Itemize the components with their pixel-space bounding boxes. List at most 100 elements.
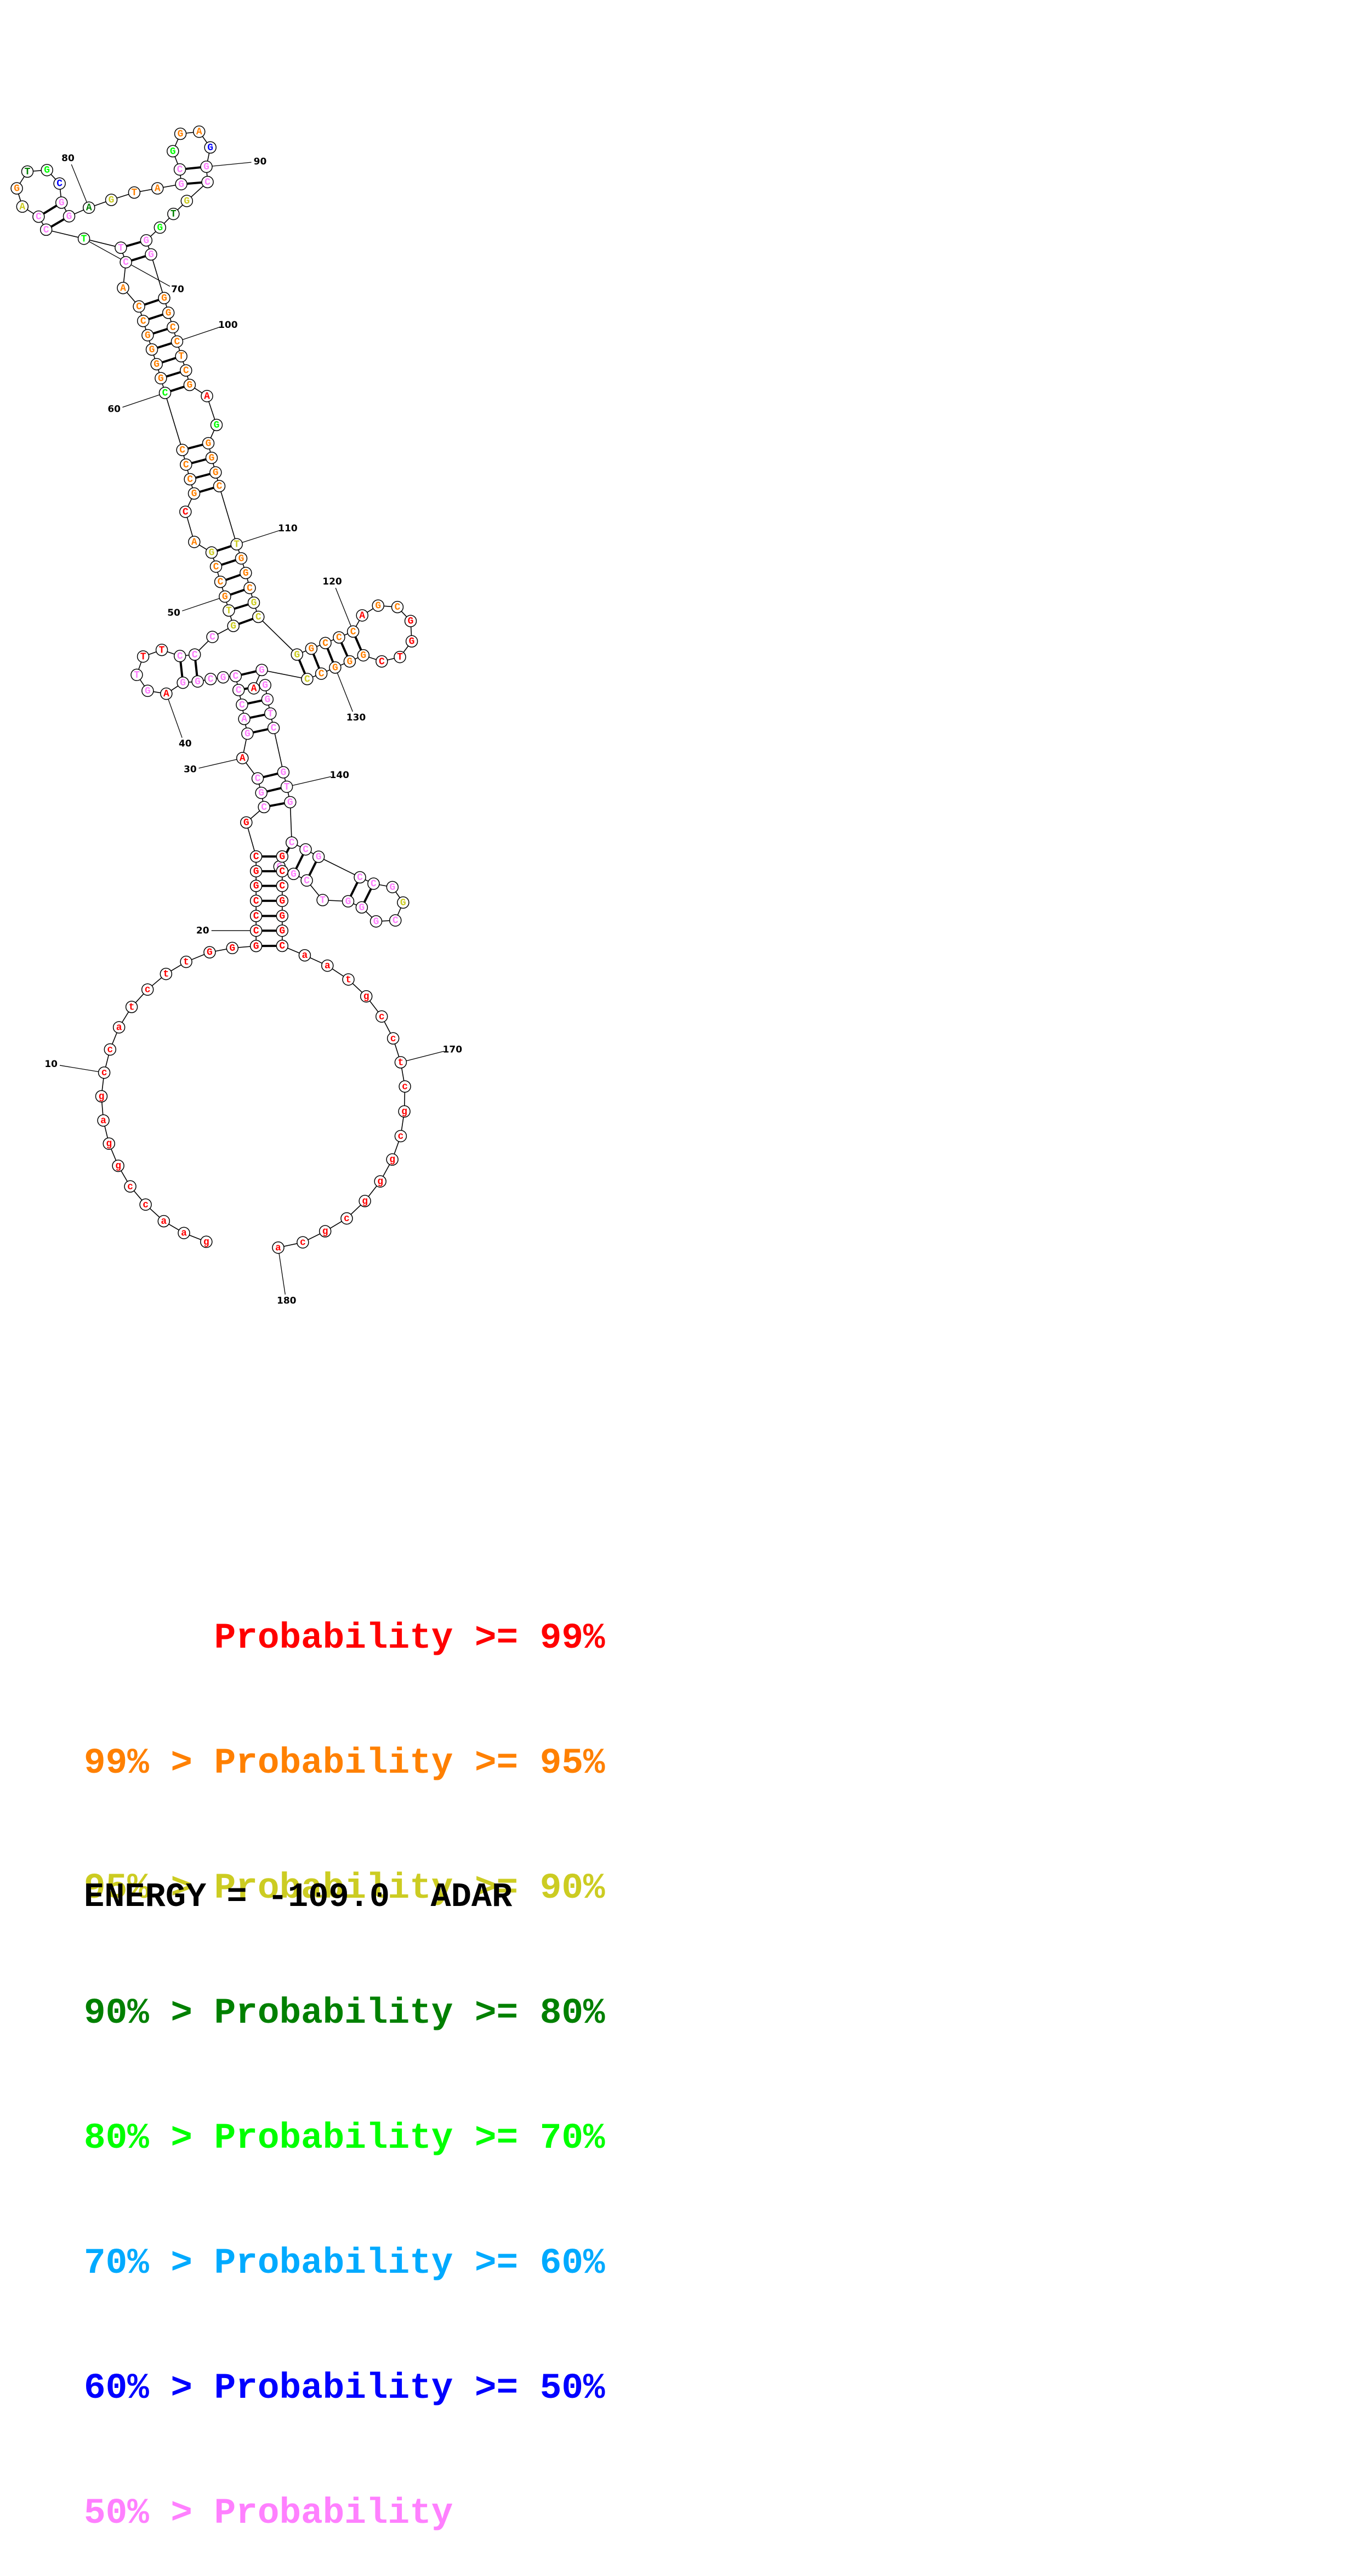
position-label-line xyxy=(182,597,225,611)
nucleotide-letter: C xyxy=(177,651,183,662)
nucleotide: C xyxy=(276,865,288,877)
nucleotide: g xyxy=(399,1105,410,1117)
nucleotide: G xyxy=(236,553,247,564)
nucleotide: t xyxy=(395,1057,406,1069)
nucleotide: c xyxy=(376,1011,388,1023)
nucleotide-letter: C xyxy=(371,879,377,890)
nucleotide-letter: G xyxy=(66,211,72,222)
nucleotide-letter: G xyxy=(59,198,65,209)
nucleotide: C xyxy=(202,177,213,189)
legend-row: Probability >= 99% xyxy=(84,1618,605,1659)
nucleotide-letter: g xyxy=(322,1227,328,1238)
nucleotide-letter: a xyxy=(275,1242,281,1253)
nucleotide-letter: G xyxy=(170,146,176,157)
nucleotide-letter: C xyxy=(255,612,261,623)
nucleotide: C xyxy=(233,684,244,696)
nucleotide-letter: G xyxy=(209,548,215,559)
nucleotide: a xyxy=(322,960,333,972)
nucleotide: C xyxy=(33,211,44,223)
nucleotide: G xyxy=(142,685,153,697)
nucleotide-letter: G xyxy=(375,600,381,611)
nucleotide-letter: G xyxy=(207,143,213,154)
nucleotide-letter: C xyxy=(357,872,363,883)
position-label: 170 xyxy=(443,1044,463,1055)
nucleotide: G xyxy=(251,880,262,892)
nucleotide-letter: T xyxy=(226,605,232,616)
nucleotide-letter: A xyxy=(359,610,365,621)
nucleotide-letter: G xyxy=(238,553,244,564)
nucleotide-letter: c xyxy=(379,1012,385,1023)
nucleotide: C xyxy=(54,178,65,190)
legend-prefix: 50% > xyxy=(84,2493,214,2534)
nucleotide-letter: G xyxy=(253,866,259,877)
nucleotide: t xyxy=(126,1001,138,1013)
nucleotide: A xyxy=(16,201,28,213)
nucleotide: G xyxy=(167,145,179,157)
nucleotide: C xyxy=(251,851,262,863)
nucleotide: C xyxy=(177,444,188,456)
nucleotide: C xyxy=(376,656,388,668)
position-label-line xyxy=(122,393,165,407)
nucleotide: T xyxy=(317,894,328,906)
legend-suffix: >= 80% xyxy=(453,1993,605,2034)
nucleotide: C xyxy=(236,699,248,711)
backbone-line xyxy=(165,393,183,450)
nucleotide: C xyxy=(276,940,288,952)
nucleotide-letter: G xyxy=(264,694,270,705)
nucleotide-letter: t xyxy=(345,974,351,985)
nucleotide: G xyxy=(357,650,369,662)
nucleotide-letter: A xyxy=(163,689,169,700)
nucleotide: G xyxy=(241,817,252,829)
nucleotide: G xyxy=(154,222,166,234)
nucleotide-letter: G xyxy=(148,249,154,260)
nucleotide: T xyxy=(115,242,127,254)
nucleotide-letter: G xyxy=(253,941,259,952)
nucleotide-letter: G xyxy=(400,898,406,909)
nucleotide-letter: G xyxy=(408,616,414,627)
legend-label: Probability xyxy=(214,1993,453,2034)
nucleotide: c xyxy=(104,1043,116,1056)
position-label-line xyxy=(278,1247,285,1294)
nucleotide: A xyxy=(83,202,95,214)
nucleotide: a xyxy=(272,1242,284,1254)
nucleotide: A xyxy=(238,713,250,725)
nucleotide-letter: G xyxy=(287,797,293,808)
nucleotide-letter: C xyxy=(336,633,342,644)
legend-row: 99% > Probability >= 95% xyxy=(84,1743,605,1784)
nucleotide: C xyxy=(180,459,192,471)
nucleotide-letter: C xyxy=(253,926,259,937)
nucleotide: G xyxy=(372,600,384,612)
nucleotide: G xyxy=(228,620,239,632)
nucleotide: G xyxy=(145,249,157,261)
nucleotide-letter: G xyxy=(184,196,190,207)
nucleotide-letter: G xyxy=(214,420,220,431)
nucleotide-letter: G xyxy=(187,380,193,391)
position-label-line xyxy=(60,1065,104,1073)
nucleotide: C xyxy=(302,673,313,685)
nucleotide: G xyxy=(192,676,203,688)
nucleotide-letter: C xyxy=(319,669,325,680)
nucleotide: G xyxy=(248,597,259,609)
nucleotide: c xyxy=(142,984,153,996)
nucleotide-letter: T xyxy=(134,670,140,681)
nucleotide: c xyxy=(124,1181,136,1193)
nucleotide: t xyxy=(343,974,354,986)
nucleotide: G xyxy=(386,881,398,893)
nucleotide: G xyxy=(291,649,303,661)
nucleotide: C xyxy=(333,632,345,644)
nucleotide: C xyxy=(120,257,132,269)
nucleotide: T xyxy=(175,350,187,362)
nucleotide: G xyxy=(344,656,355,668)
nucleotide: G xyxy=(204,946,215,958)
nucleotide-letter: c xyxy=(398,1131,404,1142)
nucleotide-letter: G xyxy=(259,665,265,676)
legend-prefix: 80% > xyxy=(84,2118,214,2159)
nucleotide: A xyxy=(201,390,213,402)
nucleotide-letter: C xyxy=(253,911,259,922)
nucleotide: C xyxy=(300,844,311,856)
nucleotide-letter: T xyxy=(25,167,31,178)
base-pair-lines xyxy=(38,167,373,946)
nucleotide: A xyxy=(161,688,172,700)
nucleotide-letter: G xyxy=(229,943,235,954)
nucleotide-letter: G xyxy=(161,293,167,304)
